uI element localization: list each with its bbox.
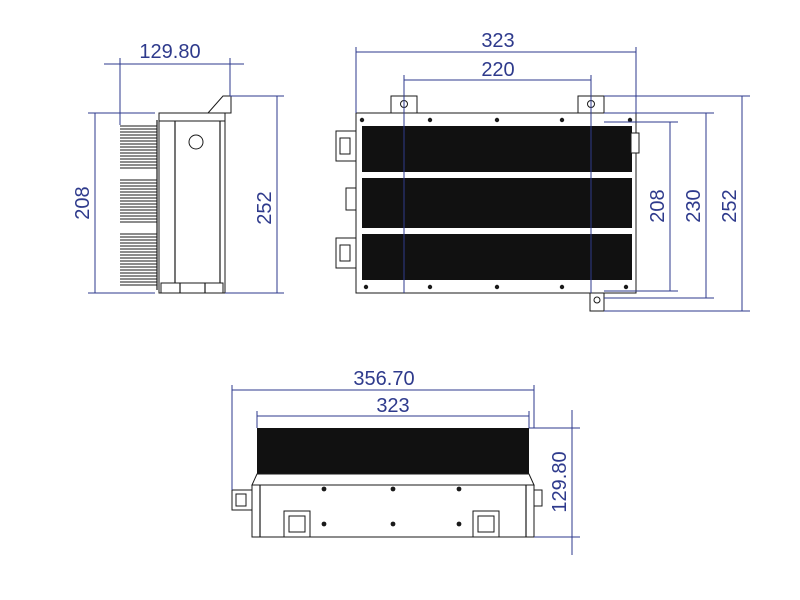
side-dim-total-height: 252 bbox=[254, 191, 276, 224]
front-band-top bbox=[362, 126, 632, 172]
front-dim-hole-spacing: 220 bbox=[481, 59, 514, 81]
heatsink-fins bbox=[120, 125, 157, 286]
screw bbox=[390, 521, 396, 527]
front-view: 323 220 208 230 252 bbox=[335, 30, 750, 312]
screw bbox=[321, 521, 327, 527]
side-hole bbox=[188, 134, 204, 150]
bottom-dim-total-width: 356.70 bbox=[353, 368, 414, 390]
bottom-heatsink bbox=[257, 428, 529, 474]
front-connector-middle bbox=[345, 187, 357, 211]
screw bbox=[359, 117, 365, 123]
side-bracket bbox=[206, 95, 232, 114]
front-dim-height-208: 208 bbox=[647, 189, 669, 222]
front-band-bottom bbox=[362, 234, 632, 280]
bottom-dim-body-width: 323 bbox=[376, 395, 409, 417]
screw bbox=[321, 486, 327, 492]
front-top-screws bbox=[359, 117, 633, 123]
screw bbox=[427, 284, 433, 290]
screw bbox=[456, 521, 462, 527]
screw bbox=[623, 284, 629, 290]
screw bbox=[363, 284, 369, 290]
front-dim-height-230: 230 bbox=[683, 189, 705, 222]
bottom-dim-depth: 129.80 bbox=[549, 451, 571, 512]
front-dim-height-252: 252 bbox=[719, 189, 741, 222]
screw bbox=[559, 117, 565, 123]
screw bbox=[456, 486, 462, 492]
bottom-screws bbox=[321, 486, 462, 527]
bottom-view: 356.70 323 129.80 bbox=[231, 368, 580, 555]
front-band-middle bbox=[362, 178, 632, 228]
screw bbox=[390, 486, 396, 492]
front-dim-total-width: 323 bbox=[481, 30, 514, 52]
side-view: 129.80 208 252 bbox=[72, 41, 284, 294]
side-dim-inner-height: 208 bbox=[72, 186, 94, 219]
front-fitting-right bbox=[630, 132, 640, 154]
screw bbox=[559, 284, 565, 290]
front-bottom-screws bbox=[363, 284, 629, 290]
bottom-fitting-right bbox=[533, 489, 543, 507]
screw bbox=[627, 117, 633, 123]
screw bbox=[494, 117, 500, 123]
screw bbox=[494, 284, 500, 290]
side-dim-width: 129.80 bbox=[139, 41, 200, 63]
screw bbox=[427, 117, 433, 123]
